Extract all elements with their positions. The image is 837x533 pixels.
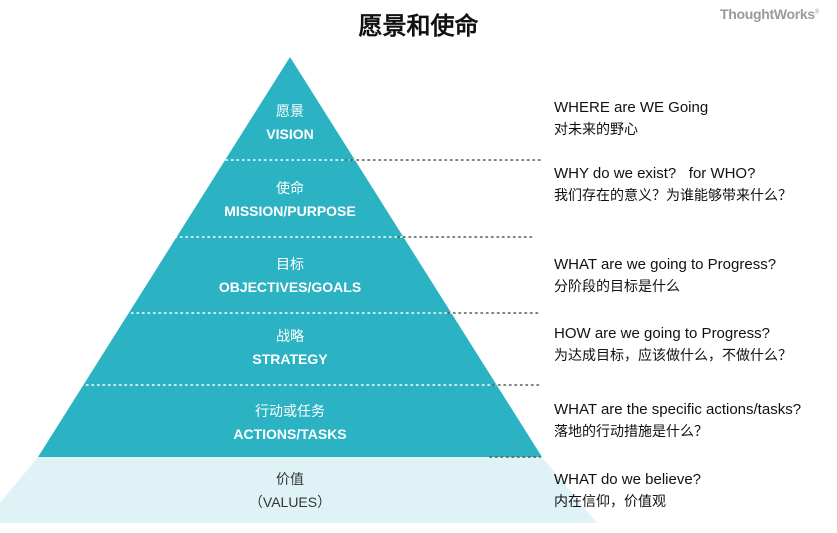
- pyramid-base-values: [0, 457, 597, 523]
- question-en: WHY do we exist? for WHO?: [554, 165, 756, 182]
- brand-name: ThoughtWorks: [719, 6, 815, 22]
- question-zh: 内在信仰，价值观: [554, 494, 666, 510]
- level-label-zh: 战略: [276, 329, 304, 345]
- brand-logo: ThoughtWorks®: [720, 6, 819, 22]
- level-label-en: STRATEGY: [252, 351, 328, 367]
- level-strategy: 战略 STRATEGY: [140, 326, 440, 370]
- level-label-en: （VALUES）: [248, 494, 332, 510]
- description-actions: WHAT are the specific actions/tasks? 落地的…: [554, 399, 837, 443]
- level-values: 价值 （VALUES）: [140, 469, 440, 513]
- description-values: WHAT do we believe? 内在信仰，价值观: [554, 469, 837, 513]
- level-objectives: 目标 OBJECTIVES/GOALS: [140, 254, 440, 298]
- question-zh: 对未来的野心: [554, 122, 638, 138]
- level-label-en: VISION: [266, 126, 314, 142]
- page-title: 愿景和使命: [358, 12, 479, 40]
- level-label-zh: 目标: [276, 257, 304, 273]
- question-en: WHAT do we believe?: [554, 471, 702, 488]
- question-zh: 落地的行动措施是什么？: [554, 424, 708, 440]
- question-en: WHERE are WE Going: [554, 99, 709, 116]
- level-label-en: OBJECTIVES/GOALS: [218, 279, 362, 295]
- question-en: WHAT are the specific actions/tasks?: [554, 401, 802, 418]
- pyramid-body: [38, 57, 542, 457]
- level-mission: 使命 MISSION/PURPOSE: [140, 178, 440, 222]
- level-label-en: ACTIONS/TASKS: [233, 426, 347, 442]
- question-zh: 分阶段的目标是什么: [554, 279, 680, 295]
- description-mission: WHY do we exist? for WHO? 我们存在的意义？为谁能够带来…: [554, 163, 837, 207]
- level-vision: 愿景 VISION: [140, 101, 440, 145]
- level-label-zh: 行动或任务: [255, 404, 325, 420]
- question-en: WHAT are we going to Progress?: [554, 256, 777, 273]
- description-objectives: WHAT are we going to Progress? 分阶段的目标是什么: [554, 254, 837, 298]
- question-en: HOW are we going to Progress?: [554, 325, 770, 342]
- level-label-zh: 使命: [276, 181, 304, 197]
- level-actions: 行动或任务 ACTIONS/TASKS: [140, 401, 440, 445]
- question-zh: 为达成目标，应该做什么，不做什么？: [554, 348, 792, 364]
- description-strategy: HOW are we going to Progress? 为达成目标，应该做什…: [554, 323, 837, 367]
- level-label-zh: 愿景: [276, 104, 304, 120]
- brand-registered-mark: ®: [814, 9, 819, 16]
- question-zh: 我们存在的意义？为谁能够带来什么？: [554, 188, 792, 204]
- description-vision: WHERE are WE Going 对未来的野心: [554, 97, 837, 141]
- level-label-zh: 价值: [276, 472, 304, 488]
- level-label-en: MISSION/PURPOSE: [224, 203, 356, 219]
